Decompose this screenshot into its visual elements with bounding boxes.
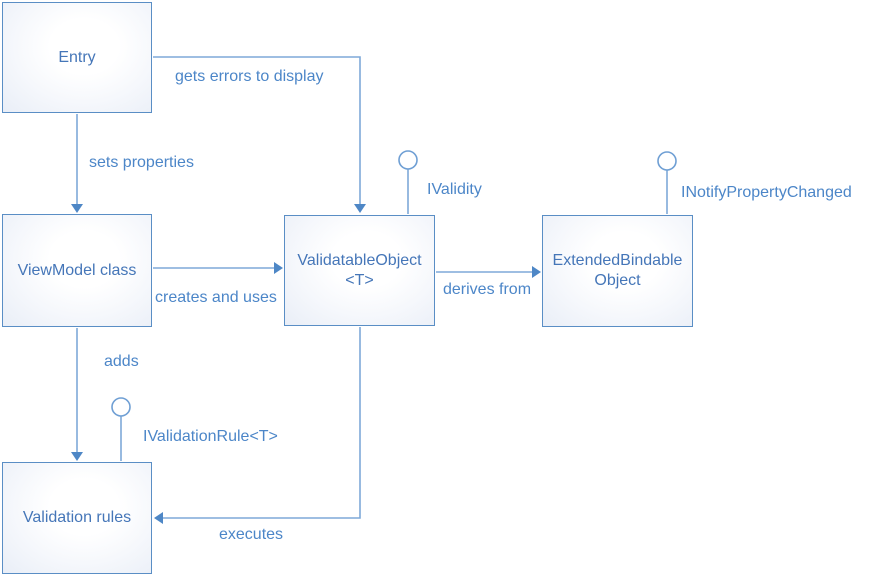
inotifypropertychanged-lollipop-icon [657,151,677,214]
connector-sets-properties [71,114,83,213]
node-validation-rules: Validation rules [2,462,152,574]
ivalidity-lollipop-icon [398,150,418,214]
node-entry-label: Entry [58,48,96,66]
node-validatable-object: ValidatableObject <T> [284,215,435,326]
arrowhead-down-icon [354,204,366,213]
edge-label-executes: executes [219,526,284,543]
interface-label-ivalidity: IValidity [427,181,482,198]
node-entry: Entry [2,2,152,113]
connector-executes [154,327,361,524]
edge-label-gets-errors-to-display: gets errors to display [175,68,324,85]
edge-label-creates-and-uses: creates and uses [155,289,277,306]
interface-label-inotifypropertychanged: INotifyPropertyChanged [681,184,852,201]
node-viewmodel-class: ViewModel class [2,214,152,327]
interface-label-ivalidationrule: IValidationRule<T> [143,428,278,445]
node-validatable-label-line2: <T> [345,271,374,289]
node-validatable-label-line1: ValidatableObject [297,251,422,269]
node-rules-label: Validation rules [22,509,132,526]
node-viewmodel-label: ViewModel class [17,261,137,279]
arrowhead-right-icon [532,266,541,278]
edge-label-sets-properties: sets properties [89,154,194,171]
connector-adds [71,328,83,461]
connector-derives-from [436,266,541,278]
arrowhead-down-icon [71,204,83,213]
edge-label-derives-from: derives from [443,281,532,298]
node-extended-label-line2: Object [594,272,641,289]
connector-creates-and-uses [153,262,283,274]
edge-label-adds: adds [104,353,139,370]
node-extended-label-line1: ExtendedBindable [552,252,683,269]
arrowhead-down-icon [71,452,83,461]
connector-gets-errors-to-display [153,56,366,213]
arrowhead-right-icon [274,262,283,274]
arrowhead-left-icon [154,512,163,524]
node-extended-bindable-object: ExtendedBindable Object [542,215,693,327]
ivalidationrule-lollipop-icon [111,397,131,461]
